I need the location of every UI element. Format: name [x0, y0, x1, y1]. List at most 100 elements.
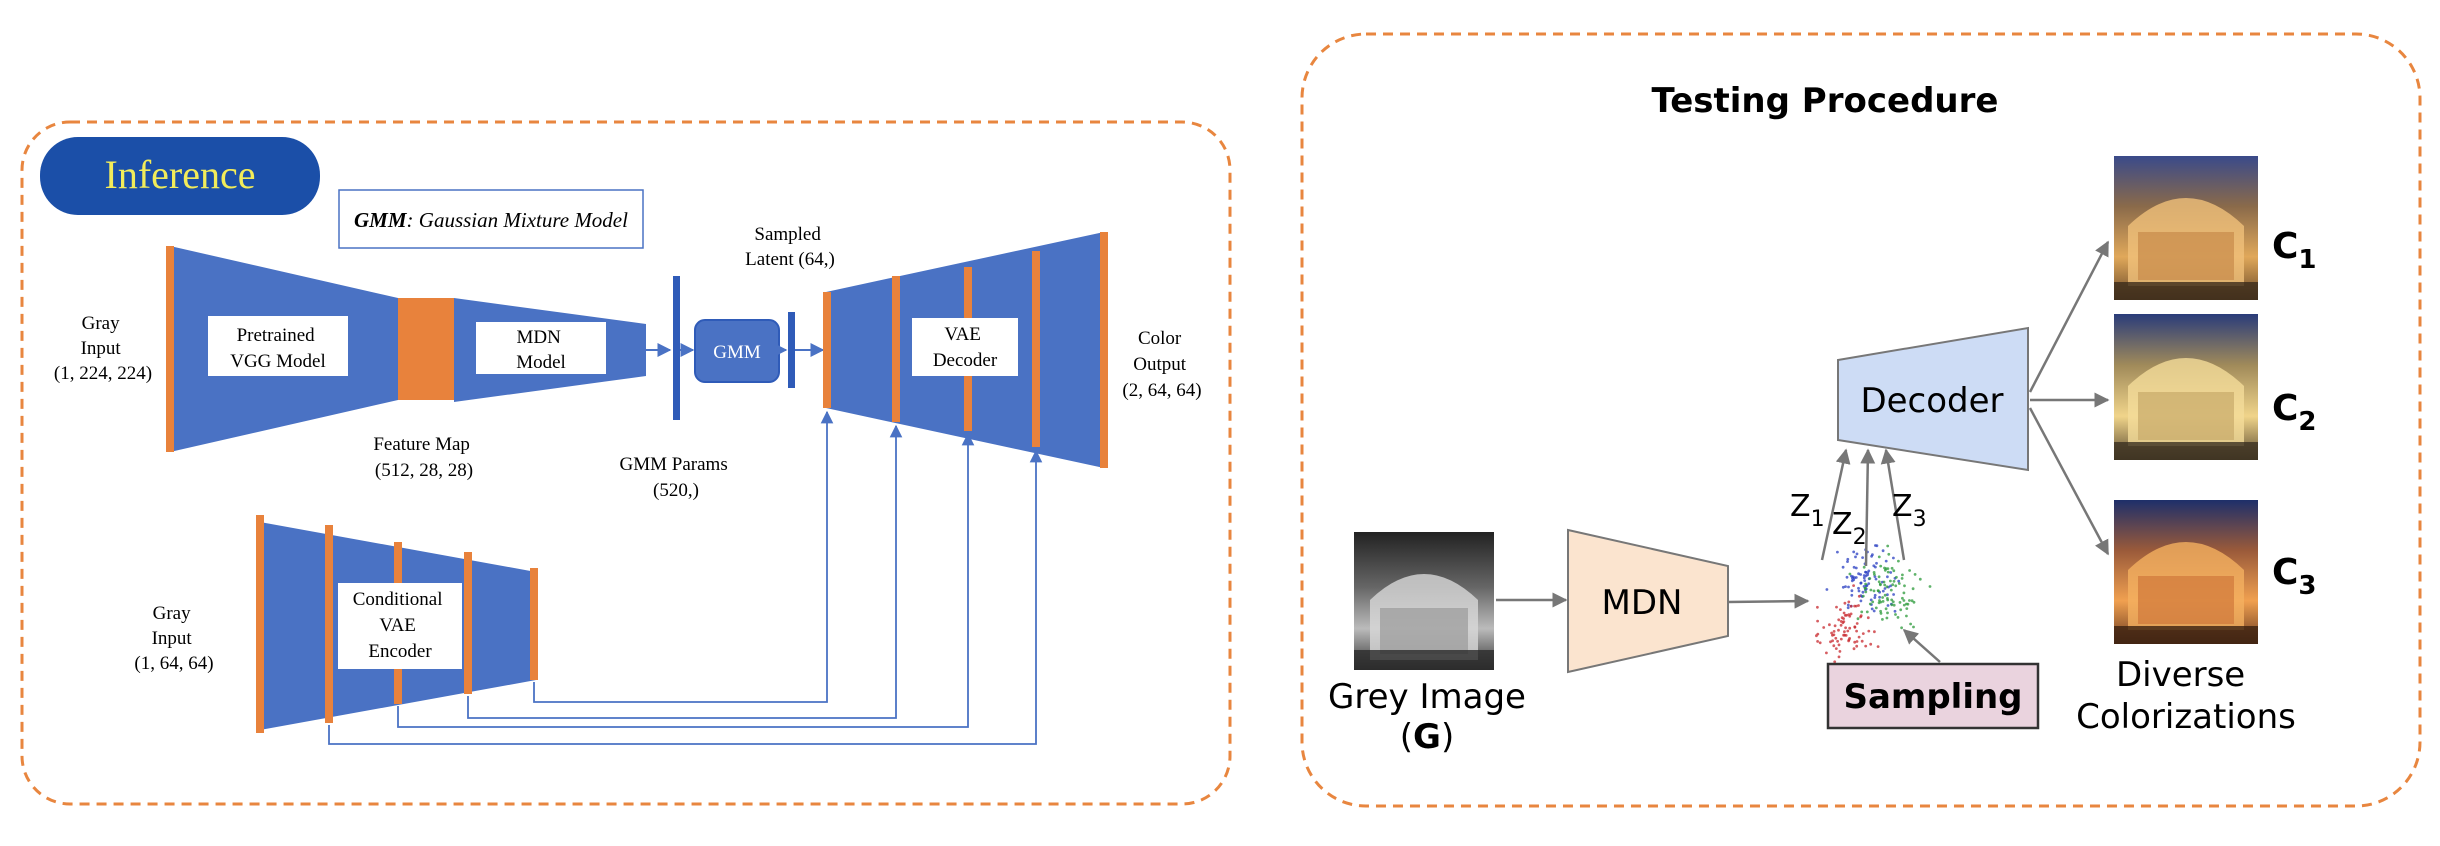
gaussian-sample-point [1889, 584, 1892, 588]
gaussian-sample-point [1839, 637, 1843, 641]
z2-arrow [1860, 448, 1876, 567]
diverse-line1: Diverse [2116, 655, 2245, 695]
gaussian-sample-point [1853, 625, 1857, 629]
gaussian-sample-point [1886, 604, 1890, 607]
gaussian-sample-point [1889, 571, 1893, 574]
diverse-line2: Colorizations [2076, 697, 2296, 737]
gaussian-sample-point [1829, 640, 1832, 644]
gaussian-sample-point [1897, 559, 1900, 563]
gaussian-sample-point [1869, 642, 1873, 646]
gaussian-sample-point [1891, 583, 1895, 587]
gaussian-sample-point [1884, 559, 1888, 563]
gaussian-sample-point [1890, 598, 1894, 602]
color-output-label: Color Output (2, 64, 64) [1122, 328, 1201, 401]
c3-base: C [2272, 552, 2298, 593]
gaussian-sample-point [1874, 565, 1877, 569]
gaussian-sample-point [1854, 566, 1858, 570]
gaussian-sample-point [1911, 587, 1915, 591]
gaussian-sample-point [1892, 569, 1896, 573]
gaussian-sample-point [1883, 583, 1887, 587]
gmm-params-bar [673, 276, 680, 420]
gaussian-sample-point [1879, 600, 1883, 604]
vae-decoder-label-box [912, 318, 1018, 376]
grey-image-photo [1354, 532, 1494, 670]
gaussian-sample-point [1901, 573, 1904, 577]
gaussian-sample-point [1908, 599, 1911, 602]
vae-decoder-line2: Decoder [933, 350, 998, 371]
gaussian-sample-point [1860, 639, 1864, 643]
gaussian-sample-point [1834, 647, 1838, 650]
gaussian-sample-point [1850, 593, 1854, 597]
grey-image-label: Grey Image [1328, 677, 1526, 717]
vgg-label-line1: Pretrained [237, 325, 316, 346]
gaussian-sample-point [1855, 640, 1859, 643]
gaussian-sample-point [1902, 599, 1906, 602]
gaussian-samples [1815, 544, 1932, 668]
inference-badge-label: Inference [105, 152, 256, 197]
c3-sub: 3 [2298, 571, 2316, 601]
gaussian-sample-point [1895, 575, 1898, 579]
gaussian-sample-point [1881, 596, 1884, 599]
gaussian-sample-point [1887, 552, 1891, 556]
gaussian-sample-point [1881, 618, 1884, 621]
gaussian-sample-point [1871, 553, 1874, 557]
gaussian-sample-point [1868, 577, 1872, 580]
gaussian-sample-point [1855, 622, 1859, 625]
gaussian-sample-point [1855, 629, 1858, 633]
mdn-label-line2: Model [516, 352, 566, 373]
colorization-photo-2 [2114, 314, 2258, 460]
c3-label: C3 [2272, 552, 2317, 601]
gaussian-sample-point [1900, 577, 1904, 580]
gaussian-sample-point [1864, 574, 1868, 578]
gaussian-sample-point [1883, 593, 1887, 597]
gaussian-sample-point [1832, 630, 1836, 633]
gray-input-bottom-line2: Input [152, 628, 193, 649]
gaussian-sample-point [1873, 593, 1877, 597]
gaussian-sample-point [1866, 571, 1870, 575]
gaussian-sample-point [1886, 597, 1889, 600]
c1-sub: 1 [2298, 245, 2316, 275]
skip-connections [328, 410, 1043, 745]
gaussian-sample-point [1905, 614, 1908, 618]
gaussian-sample-point [1825, 588, 1829, 591]
grey-image-symbol-letter: G [1413, 717, 1441, 757]
gaussian-sample-point [1843, 630, 1846, 634]
gaussian-sample-point [1863, 587, 1867, 590]
gaussian-sample-point [1893, 609, 1897, 613]
gaussian-sample-point [1886, 593, 1889, 597]
gaussian-sample-point [1844, 626, 1847, 630]
gaussian-sample-point [1832, 633, 1836, 637]
gaussian-sample-point [1841, 565, 1845, 569]
gaussian-sample-point [1877, 575, 1881, 579]
gaussian-sample-point [1854, 604, 1858, 608]
encoder-line1: Conditional [353, 589, 443, 610]
c1-base: C [2272, 226, 2298, 267]
testing-panel: Testing Procedure Grey Image (G) MDN Sam… [1300, 32, 2422, 808]
mdn-to-gaussians-arrow [1727, 593, 1810, 609]
gaussian-sample-point [1881, 600, 1885, 603]
gaussian-sample-point [1861, 556, 1864, 559]
sampled-latent-label: Sampled Latent (64,) [745, 224, 835, 270]
gaussian-sample-point [1864, 644, 1868, 648]
gaussian-sample-point [1872, 609, 1876, 613]
feature-map-label: Feature Map (512, 28, 28) [373, 434, 474, 481]
gaussian-sample-point [1849, 604, 1853, 608]
gaussian-sample-point [1852, 565, 1856, 569]
gaussian-sample-point [1903, 584, 1906, 588]
gaussian-sample-point [1832, 644, 1836, 648]
gaussian-sample-point [1843, 601, 1847, 605]
gaussian-sample-point [1861, 594, 1865, 598]
colorization-photo-3 [2114, 500, 2258, 644]
gaussian-sample-point [1848, 572, 1852, 576]
gaussian-sample-point [1910, 599, 1914, 603]
gaussian-sample-point [1886, 611, 1889, 615]
gmm-note-rest: : Gaussian Mixture Model [407, 208, 629, 232]
gaussian-sample-point [1897, 579, 1901, 583]
gaussian-sample-point [1896, 616, 1900, 619]
skip-connection-2 [467, 424, 903, 719]
z3-base: Z [1892, 489, 1913, 524]
gaussian-sample-point [1898, 601, 1902, 604]
gray-input-top-label: Gray Input (1, 224, 224) [54, 313, 152, 384]
gaussian-sample-point [1841, 585, 1845, 589]
gaussian-sample-point [1859, 599, 1863, 603]
